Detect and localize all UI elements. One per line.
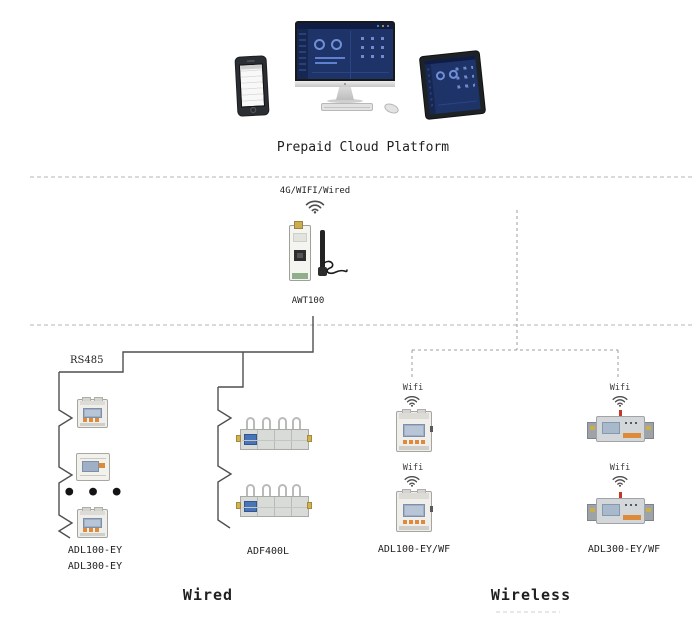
status-leds: [625, 504, 637, 506]
adf-lcd: [244, 434, 257, 445]
wifi-icon: [305, 200, 325, 214]
adf400l-illustration: [236, 484, 312, 517]
wifi-icon: [612, 476, 628, 487]
rs485-bus-line-left: [57, 372, 74, 539]
rs485-bus-line-middle: [217, 387, 233, 529]
adl300wf-body: [596, 416, 645, 442]
wifi-label: Wifi: [609, 463, 631, 473]
platform-label: Prepaid Cloud Platform: [276, 140, 450, 155]
adl300wf-illustration: [587, 492, 654, 526]
gauge-ring: [314, 39, 325, 50]
wired-section-label: Wired: [182, 586, 234, 604]
external-antenna: [318, 230, 327, 276]
status-leds: [625, 422, 637, 424]
gateway-label-sticker: [293, 233, 307, 242]
gateway-module: [289, 221, 311, 281]
dashboard-stat-columns: [361, 37, 389, 63]
antenna-cable: [323, 260, 348, 275]
monitor-base: [327, 99, 363, 103]
adl100wf-meter-illustration: [396, 409, 433, 452]
wifi-icon: [612, 396, 628, 407]
monitor-chin: [295, 81, 395, 87]
adl100-meter-illustration: [77, 397, 108, 428]
wired-trunk-line: [59, 316, 314, 388]
terminal-strip: [623, 515, 641, 520]
meter-lcd: [82, 461, 99, 472]
adf400l-body: [240, 429, 309, 450]
terminal-block: [292, 273, 308, 279]
meter-button: [99, 463, 105, 468]
phone-speaker: [246, 59, 255, 63]
adf400l-label: ADF400L: [246, 546, 290, 557]
adl300-meter-illustration: [76, 453, 110, 481]
dashboard-topbar: [297, 23, 393, 29]
monitor-stand: [336, 87, 354, 100]
adf400l-body: [240, 496, 309, 517]
adf400l-illustration: [236, 417, 312, 450]
terminal-strip: [623, 433, 641, 438]
ethernet-port: [294, 250, 306, 261]
keyboard-illustration: [321, 103, 373, 111]
wifi-label: Wifi: [609, 383, 631, 393]
monitor-screen: [295, 21, 395, 81]
phone-screen: [238, 63, 266, 108]
wifi-label: Wifi: [402, 383, 424, 393]
gauge-ring: [331, 39, 342, 50]
adl300wf-label: ADL300-EY/WF: [587, 544, 661, 555]
adl100wf-label: ADL100-EY/WF: [377, 544, 451, 555]
wifi-label: Wifi: [402, 463, 424, 473]
meter-stack-label-1: ADL100-EY: [67, 545, 123, 556]
meter-lcd: [602, 504, 620, 516]
adf-connector-left: [236, 435, 241, 442]
awt100-gateway-illustration: [287, 221, 348, 283]
adl100-meter-illustration: [77, 507, 108, 538]
adf-lcd: [244, 501, 257, 512]
adl300wf-illustration: [587, 410, 654, 444]
adl100wf-meter-illustration: [396, 489, 433, 532]
tablet-illustration: [418, 49, 487, 121]
dashboard-sidebar: [297, 29, 308, 79]
gateway-uplink-label: 4G/WIFI/Wired: [279, 186, 351, 196]
red-antenna: [619, 492, 622, 499]
meter-stack-label-2: ADL300-EY: [67, 561, 123, 572]
dashboard-main-panel: [308, 29, 393, 79]
wireless-section-label: Wireless: [490, 586, 572, 604]
meter-lcd: [602, 422, 620, 434]
adf-connector-right: [307, 435, 312, 442]
adl300wf-body: [596, 498, 645, 524]
adf-connector-right: [307, 502, 312, 509]
smartphone-illustration: [234, 55, 270, 117]
wifi-icon: [404, 476, 420, 487]
gateway-name-label: AWT100: [291, 296, 325, 306]
phone-screen-header: [239, 64, 263, 70]
antenna-connector: [294, 221, 303, 229]
red-antenna: [619, 410, 622, 417]
rs485-bus-label: RS485: [70, 355, 104, 366]
adf-connector-left: [236, 502, 241, 509]
wifi-icon: [404, 396, 420, 407]
desktop-monitor-illustration: [295, 21, 395, 103]
phone-home-button: [250, 106, 257, 114]
tablet-screen: [424, 55, 481, 115]
more-meters-ellipsis: ● ● ●: [65, 484, 125, 499]
